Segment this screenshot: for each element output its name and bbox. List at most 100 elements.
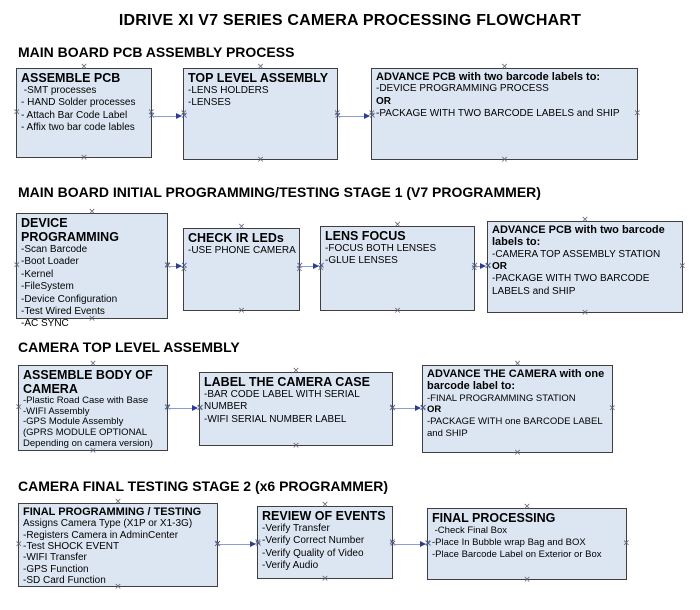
connector-line [394,408,420,409]
connector-arrow: × × [148,112,188,121]
flow-box-top-level-assembly: TOP LEVEL ASSEMBLY -LENS HOLDERS -LENSES… [180,63,341,165]
connector-line [219,544,255,545]
flow-box-label-camera-case: LABEL THE CAMERA CASE -BAR CODE LABEL WI… [196,367,396,451]
connector-end-icon: × [180,261,188,271]
box-title: REVIEW OF EVENTS [262,509,386,523]
connector-start-icon: × [148,111,156,121]
arrowhead-icon [313,263,319,269]
box-title: CHECK IR LEDs [188,231,284,245]
connector-end-icon: × [424,539,432,549]
connector-arrow: × × [471,262,492,271]
connection-handle-icon: × [608,403,616,414]
connector-end-icon: × [419,403,427,413]
box-text-line: -SMT processes [21,85,97,96]
arrowhead-icon [176,263,182,269]
box-text-line: -Device Configuration [21,293,118,305]
box-text-line: OR [376,95,391,107]
box-text-line: -SD Card Function [23,574,106,586]
box-text-line: -Plastic Road Case with Base [23,395,149,406]
flow-box-final-programming-testing: FINAL PROGRAMMING / TESTING Assigns Came… [15,498,221,592]
connector-start-icon: × [334,111,342,121]
flow-box-lens-focus: LENS FOCUS -FOCUS BOTH LENSES -GLUE LENS… [317,221,478,316]
connector-line [301,266,318,267]
connector-start-icon: × [296,261,304,271]
connector-start-icon: × [214,539,222,549]
box-text-line: -Verify Correct Number [262,535,365,547]
connector-line [339,116,369,117]
flow-box-device-programming: DEVICE PROGRAMMING -Scan Barcode -Boot L… [13,208,171,330]
box-title: LABEL THE CAMERA CASE [204,375,370,389]
box-text-line: -Scan Barcode [21,244,88,255]
box-text-line: -DEVICE PROGRAMMING PROCESS [376,83,549,95]
box-text-line: -GPS Function [23,563,89,575]
connector-end-icon: × [196,403,204,413]
connector-line [394,544,425,545]
box-text-line: -GPS Module Assembly [23,416,124,428]
box-text-line: -Registers Camera in AdminCenter [23,529,179,541]
connection-handle-icon: × [292,441,300,451]
box-text-line: -GLUE LENSES [325,255,398,267]
connector-line [169,408,197,409]
connector-line [153,116,181,117]
flow-box-review-of-events: REVIEW OF EVENTS -Verify Transfer -Verif… [254,501,396,584]
connection-handle-icon: × [523,575,531,585]
box-text-line: -PACKAGE WITH TWO BARCODE LABELS and SHI… [492,273,653,297]
connection-handle-icon: × [321,574,329,584]
box-title: ADVANCE PCB with two barcode labels to: [376,71,601,83]
connector-start-icon: × [389,403,397,413]
connector-arrow: × × [214,540,262,549]
box-text-line: Depending on camera version) [23,437,153,449]
arrowhead-icon [250,541,256,547]
box-text-line: -Verify Transfer [262,523,330,534]
box-text-line: -BAR CODE LABEL WITH SERIAL NUMBER [204,389,363,413]
connector-start-icon: × [164,261,172,271]
box-title: LENS FOCUS [325,229,406,243]
connection-handle-icon: × [500,155,509,165]
box-text-line: -LENS HOLDERS [188,85,269,96]
section-header-final-testing-stage2: CAMERA FINAL TESTING STAGE 2 (x6 PROGRAM… [18,478,388,494]
box-text-line: -Test Wired Events [21,305,105,317]
box-text-line: (GPRS MODULE OPTIONAL [23,427,148,439]
box-text-line: -Place Barcode Label on Exterior or Box [432,548,602,560]
connection-handle-icon: × [15,402,23,413]
connector-arrow: × × [389,404,427,413]
box-title: ASSEMBLE PCB [21,71,121,85]
box-title: ASSEMBLE BODY OF CAMERA [23,368,153,396]
connector-start-icon: × [389,539,397,549]
connection-handle-icon: × [393,306,402,316]
box-text-line: -PACKAGE WITH one BARCODE LABEL and SHIP [427,416,605,439]
connector-arrow: × × [334,112,376,121]
arrowhead-icon [415,405,421,411]
box-text-line: -Place In Bubble wrap Bag and BOX [432,536,586,548]
flow-box-assemble-body: ASSEMBLE BODY OF CAMERA -Plastic Road Ca… [15,360,171,456]
box-text-line: -WIFI Assembly [23,405,90,417]
box-text-line: -Test SHOCK EVENT [23,540,120,552]
arrowhead-icon [176,113,182,119]
box-text-line: -WIFI Transfer [23,552,87,564]
flow-box-check-ir-leds: CHECK IR LEDs -USE PHONE CAMERA ×××× [180,223,303,316]
connector-end-icon: × [317,261,325,271]
box-text-line: -Check Final Box [432,525,507,536]
box-text-line: -USE PHONE CAMERA [188,245,296,256]
box-title: ADVANCE PCB with two barcode labels to: [492,224,665,249]
flow-box-final-processing: FINAL PROCESSING -Check Final Box -Place… [424,503,630,585]
connector-arrow: × × [296,262,325,271]
arrowhead-icon [420,541,426,547]
connection-handle-icon: × [80,153,88,163]
connector-start-icon: × [164,403,172,413]
box-text-line: OR [427,404,442,416]
connection-handle-icon: × [15,539,23,550]
connector-arrow: × × [389,540,432,549]
connection-handle-icon: × [678,261,686,272]
connector-arrow: × × [164,404,204,413]
box-text-line: -LENSES [188,97,231,109]
section-header-pcb-assembly: MAIN BOARD PCB ASSEMBLY PROCESS [18,44,295,60]
box-text-line: -FOCUS BOTH LENSES [325,243,437,254]
connection-handle-icon: × [13,107,21,118]
box-title: ADVANCE THE CAMERA with one barcode labe… [427,368,605,393]
box-text-line: -AC SYNC [21,318,69,330]
box-text-line: -Kernel [21,268,54,280]
flow-box-advance-pcb-2: ADVANCE PCB with two barcode labels to: … [484,216,686,318]
section-header-programming-stage1: MAIN BOARD INITIAL PROGRAMMING/TESTING S… [18,184,541,200]
